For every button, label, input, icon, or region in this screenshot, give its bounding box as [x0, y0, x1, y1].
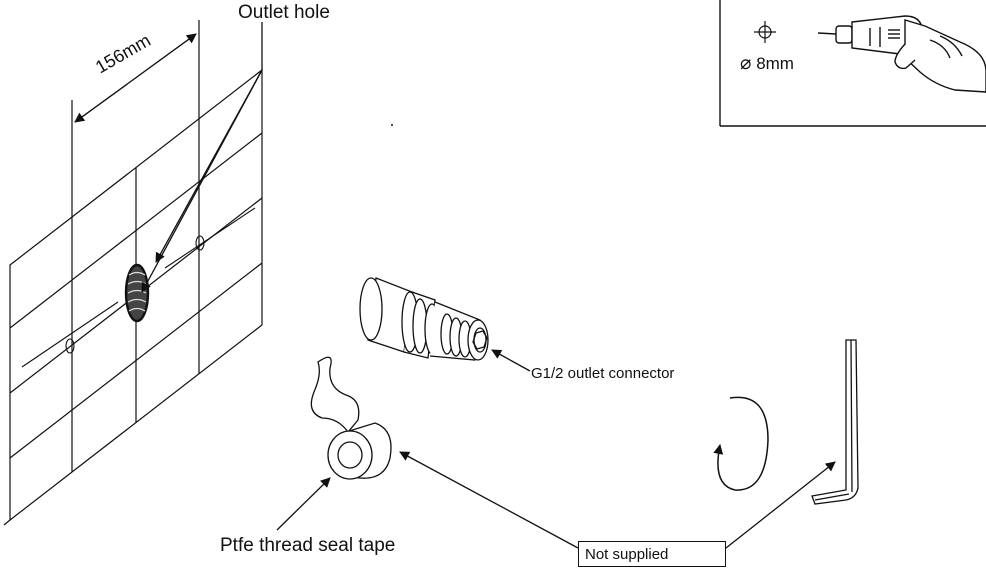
connector-arrow	[491, 349, 531, 372]
diameter-symbol: ⌀	[740, 53, 752, 74]
drill-size-value: 8mm	[756, 54, 794, 73]
ptfe-tape-roll	[310, 356, 392, 480]
connector-label: G1/2 outlet connector	[531, 365, 675, 382]
stray-mark	[391, 124, 393, 126]
rotation-arrow-icon	[713, 396, 769, 491]
outlet-hole	[124, 263, 150, 323]
allen-key-icon	[811, 339, 859, 505]
drill-hand-icon	[817, 15, 986, 93]
tape-label: Ptfe thread seal tape	[220, 535, 396, 556]
crosshair-icon	[754, 21, 776, 43]
tape-arrow	[276, 477, 331, 531]
outlet-connector	[359, 277, 489, 361]
not-supplied-box: Not supplied	[578, 541, 726, 567]
outlet-hole-arrows	[141, 22, 263, 293]
fixing-hole-right	[164, 207, 256, 269]
fixing-hole-left	[21, 301, 119, 368]
not-supplied-leaders	[399, 451, 836, 549]
drill-inset-box	[719, 0, 986, 127]
drill-size-label: ⌀ 8mm	[740, 52, 794, 75]
outlet-hole-label: Outlet hole	[238, 2, 330, 23]
dimension-line	[71, 20, 200, 217]
